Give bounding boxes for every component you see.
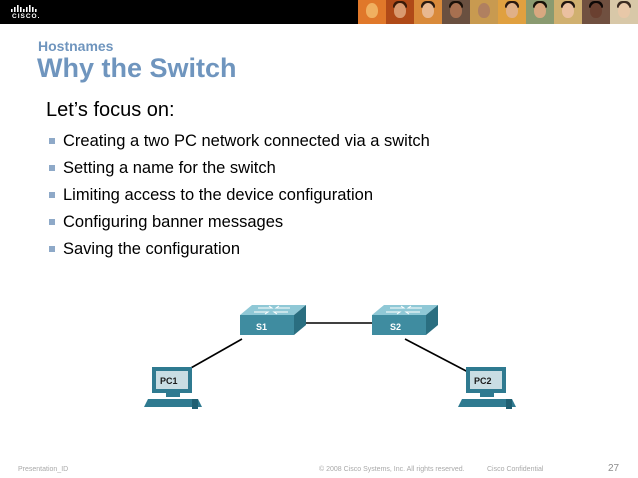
bullet-square-icon <box>49 138 55 144</box>
bullet-item: Creating a two PC network connected via … <box>46 131 430 158</box>
switch-icon: S2 <box>372 305 438 335</box>
header-bar: CISCO. <box>0 0 638 24</box>
footer-copyright: © 2008 Cisco Systems, Inc. All rights re… <box>319 466 465 473</box>
footer-confidential: Cisco Confidential <box>487 466 544 473</box>
pc-icon: PC1 <box>144 367 202 409</box>
slide-subtitle: Hostnames <box>38 38 114 54</box>
bullet-text: Limiting access to the device configurat… <box>63 186 374 204</box>
photo-tile <box>442 0 470 24</box>
bullet-text: Saving the configuration <box>63 240 241 258</box>
lead-text: Let’s focus on: <box>46 99 175 121</box>
switch-label: S2 <box>390 322 401 332</box>
cisco-logo: CISCO. <box>8 3 48 21</box>
bullet-item: Setting a name for the switch <box>46 158 430 185</box>
network-topology: S1 S2 PC1 PC2 <box>144 305 516 409</box>
photo-tile <box>386 0 414 24</box>
bullet-text: Setting a name for the switch <box>63 159 276 177</box>
cisco-logo-icon <box>11 5 37 12</box>
pc-icon: PC2 <box>458 367 516 409</box>
bullet-square-icon <box>49 219 55 225</box>
bullet-square-icon <box>49 192 55 198</box>
link-s2-pc2 <box>404 338 471 374</box>
photo-tile <box>610 0 638 24</box>
photo-tile <box>554 0 582 24</box>
bullet-text: Creating a two PC network connected via … <box>63 132 430 150</box>
bullet-item: Saving the configuration <box>46 239 430 266</box>
photo-strip <box>358 0 638 24</box>
page-number: 27 <box>608 463 620 474</box>
bullet-square-icon <box>49 165 55 171</box>
photo-tile <box>358 0 386 24</box>
bullet-text: Configuring banner messages <box>63 213 284 231</box>
footer-presentation-id: Presentation_ID <box>18 466 69 473</box>
slide-title: Why the Switch <box>37 53 237 83</box>
photo-tile <box>470 0 498 24</box>
bullet-item: Limiting access to the device configurat… <box>46 185 430 212</box>
photo-tile <box>414 0 442 24</box>
photo-tile <box>582 0 610 24</box>
bullet-list: Creating a two PC network connected via … <box>46 131 430 266</box>
photo-tile <box>526 0 554 24</box>
switch-label: S1 <box>256 322 267 332</box>
bullet-item: Configuring banner messages <box>46 212 430 239</box>
bullet-square-icon <box>49 246 55 252</box>
photo-tile <box>498 0 526 24</box>
pc-label: PC2 <box>474 376 492 386</box>
cisco-logo-text: CISCO. <box>12 13 41 20</box>
switch-icon: S1 <box>240 305 306 335</box>
pc-label: PC1 <box>160 376 178 386</box>
